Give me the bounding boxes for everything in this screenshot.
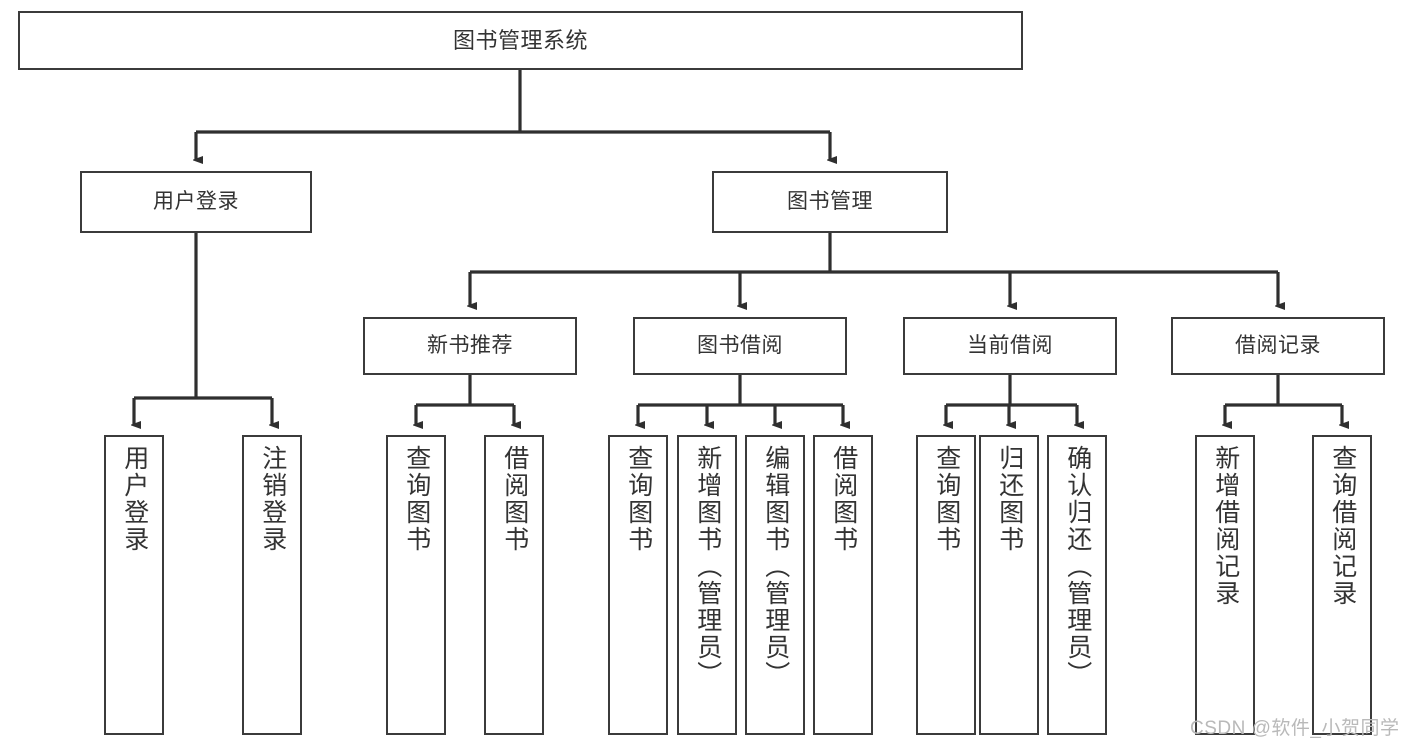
node-leaf-return-book-label: 归还图书 <box>995 445 1024 553</box>
node-leaf-borrow-book-2-label: 借阅图书 <box>829 445 858 553</box>
node-leaf-query-book-2-label: 查询图书 <box>624 445 653 553</box>
node-leaf-query-book-3-label: 查询图书 <box>932 445 961 553</box>
node-current-borrow[interactable]: 当前借阅 <box>903 317 1117 375</box>
node-new-book-recommend-label: 新书推荐 <box>427 333 513 357</box>
node-leaf-add-book[interactable]: 新增图书（管理员） <box>677 435 737 735</box>
node-leaf-borrow-book-1-label: 借阅图书 <box>500 445 529 553</box>
node-root-label: 图书管理系统 <box>452 27 588 53</box>
node-leaf-query-record[interactable]: 查询借阅记录 <box>1312 435 1372 735</box>
node-leaf-edit-book[interactable]: 编辑图书（管理员） <box>745 435 805 735</box>
node-book-management-label: 图书管理 <box>787 189 873 213</box>
node-leaf-logout-login[interactable]: 注销登录 <box>242 435 302 735</box>
node-leaf-borrow-book-2[interactable]: 借阅图书 <box>813 435 873 735</box>
node-leaf-add-record[interactable]: 新增借阅记录 <box>1195 435 1255 735</box>
node-book-management[interactable]: 图书管理 <box>712 171 948 233</box>
node-user-login-label: 用户登录 <box>153 189 239 213</box>
node-book-borrow[interactable]: 图书借阅 <box>633 317 847 375</box>
node-leaf-query-book-2[interactable]: 查询图书 <box>608 435 668 735</box>
node-borrow-record[interactable]: 借阅记录 <box>1171 317 1385 375</box>
node-leaf-user-login[interactable]: 用户登录 <box>104 435 164 735</box>
node-leaf-query-record-label: 查询借阅记录 <box>1328 445 1357 607</box>
node-leaf-query-book-1-label: 查询图书 <box>402 445 431 553</box>
node-leaf-user-login-label: 用户登录 <box>120 445 149 553</box>
node-current-borrow-label: 当前借阅 <box>967 333 1053 357</box>
node-leaf-edit-book-label: 编辑图书（管理员） <box>761 445 790 688</box>
node-borrow-record-label: 借阅记录 <box>1235 333 1321 357</box>
node-leaf-add-book-label: 新增图书（管理员） <box>693 445 722 688</box>
node-leaf-query-book-1[interactable]: 查询图书 <box>386 435 446 735</box>
node-leaf-confirm-return-label: 确认归还（管理员） <box>1063 445 1092 688</box>
node-leaf-query-book-3[interactable]: 查询图书 <box>916 435 976 735</box>
node-leaf-borrow-book-1[interactable]: 借阅图书 <box>484 435 544 735</box>
node-new-book-recommend[interactable]: 新书推荐 <box>363 317 577 375</box>
node-user-login[interactable]: 用户登录 <box>80 171 312 233</box>
node-leaf-logout-login-label: 注销登录 <box>258 445 287 553</box>
node-leaf-confirm-return[interactable]: 确认归还（管理员） <box>1047 435 1107 735</box>
node-leaf-return-book[interactable]: 归还图书 <box>979 435 1039 735</box>
node-book-borrow-label: 图书借阅 <box>697 333 783 357</box>
node-leaf-add-record-label: 新增借阅记录 <box>1211 445 1240 607</box>
node-root[interactable]: 图书管理系统 <box>18 11 1023 70</box>
